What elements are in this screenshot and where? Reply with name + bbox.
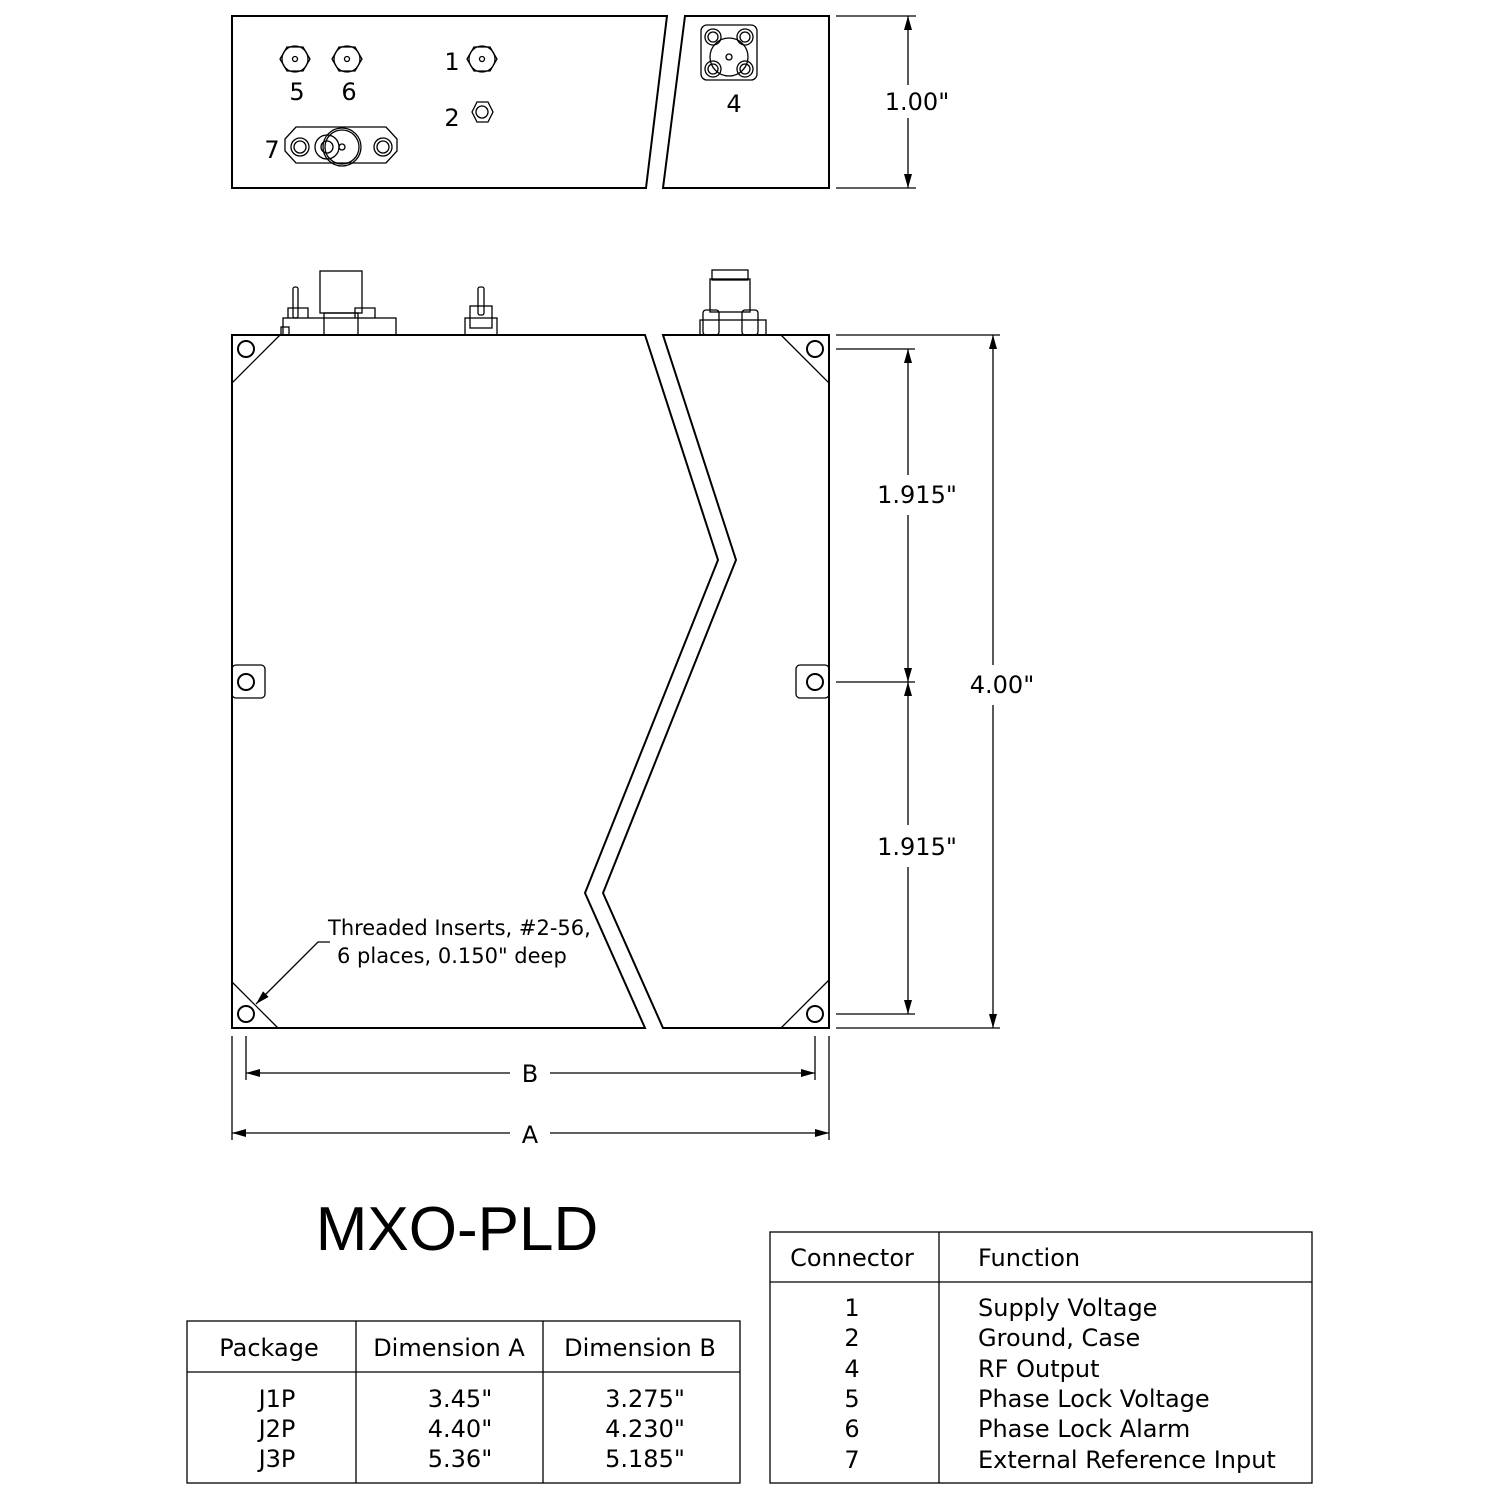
- table-row: 6 Phase Lock Alarm: [844, 1415, 1190, 1443]
- table-cell: Ground, Case: [978, 1324, 1140, 1352]
- label-5: 5: [289, 78, 304, 106]
- table-cell: RF Output: [978, 1355, 1099, 1383]
- table-row: 1 Supply Voltage: [844, 1294, 1157, 1322]
- table-cell: 1: [844, 1294, 859, 1322]
- connector-5-icon: [279, 45, 311, 73]
- dimension-b: B: [522, 1060, 538, 1088]
- header-function: Function: [978, 1244, 1080, 1272]
- table-cell: 6: [844, 1415, 859, 1443]
- label-6: 6: [341, 78, 356, 106]
- top-view: 5 6 1 2 7 4 1.00": [231, 15, 949, 189]
- table-cell: J3P: [257, 1445, 296, 1473]
- threaded-insert-icon: [237, 340, 824, 1023]
- connector-7-icon: [284, 126, 398, 167]
- front-body-right: [601, 334, 830, 1029]
- header-connector: Connector: [790, 1244, 914, 1272]
- label-4: 4: [726, 90, 741, 118]
- table-cell: External Reference Input: [978, 1446, 1276, 1474]
- dimension-a: A: [522, 1121, 539, 1149]
- table-row: J3P 5.36" 5.185": [257, 1445, 685, 1473]
- note-line-1: Threaded Inserts, #2-56,: [327, 916, 591, 940]
- table-row: 2 Ground, Case: [844, 1324, 1140, 1352]
- connector-1-icon: [466, 45, 498, 73]
- connector-side-4-icon: [699, 269, 767, 336]
- table-row: J2P 4.40" 4.230": [257, 1415, 685, 1443]
- connector-table: Connector Function 1 Supply Voltage 2 Grou…: [769, 1231, 1313, 1484]
- table-cell: 4.40": [428, 1415, 492, 1443]
- table-row: 5 Phase Lock Voltage: [844, 1385, 1209, 1413]
- table-cell: Supply Voltage: [978, 1294, 1157, 1322]
- front-view: Threaded Inserts, #2-56, 6 places, 0.150…: [231, 269, 1034, 1149]
- label-2: 2: [444, 104, 459, 132]
- table-cell: J1P: [257, 1385, 296, 1413]
- drawing-title: MXO-PLD: [316, 1195, 598, 1264]
- connector-4-icon: [700, 24, 758, 81]
- table-cell: 3.275": [605, 1385, 685, 1413]
- header-dimension-a: Dimension A: [373, 1334, 525, 1362]
- dimension-lower: 1.915": [877, 833, 957, 861]
- table-cell: 4.230": [605, 1415, 685, 1443]
- connector-side-1-icon: [464, 286, 498, 336]
- dimension-total: 4.00": [970, 671, 1034, 699]
- connector-side-7-icon: [280, 270, 397, 336]
- table-cell: 5: [844, 1385, 859, 1413]
- top-view-body-left: [231, 15, 669, 189]
- note-line-2: 6 places, 0.150" deep: [337, 944, 567, 968]
- label-1: 1: [444, 48, 459, 76]
- table-cell: Phase Lock Alarm: [978, 1415, 1190, 1443]
- header-package: Package: [219, 1334, 318, 1362]
- table-row: 7 External Reference Input: [844, 1446, 1275, 1474]
- table-row: J1P 3.45" 3.275": [257, 1385, 685, 1413]
- table-cell: J2P: [257, 1415, 296, 1443]
- table-cell: 5.185": [605, 1445, 685, 1473]
- package-table: Package Dimension A Dimension B J1P 3.45…: [186, 1320, 741, 1484]
- table-cell: 7: [844, 1446, 859, 1474]
- dimension-upper: 1.915": [877, 481, 957, 509]
- top-view-body-right: [661, 15, 830, 189]
- dimension-height-top: 1.00": [885, 88, 949, 116]
- table-cell: 5.36": [428, 1445, 492, 1473]
- table-cell: 4: [844, 1355, 859, 1383]
- table-cell: 2: [844, 1324, 859, 1352]
- table-cell: 3.45": [428, 1385, 492, 1413]
- header-dimension-b: Dimension B: [564, 1334, 716, 1362]
- label-7: 7: [264, 136, 279, 164]
- connector-6-icon: [331, 45, 363, 73]
- table-row: 4 RF Output: [844, 1355, 1099, 1383]
- connector-2-icon: [471, 101, 494, 123]
- table-cell: Phase Lock Voltage: [978, 1385, 1210, 1413]
- front-body-left: [231, 334, 720, 1029]
